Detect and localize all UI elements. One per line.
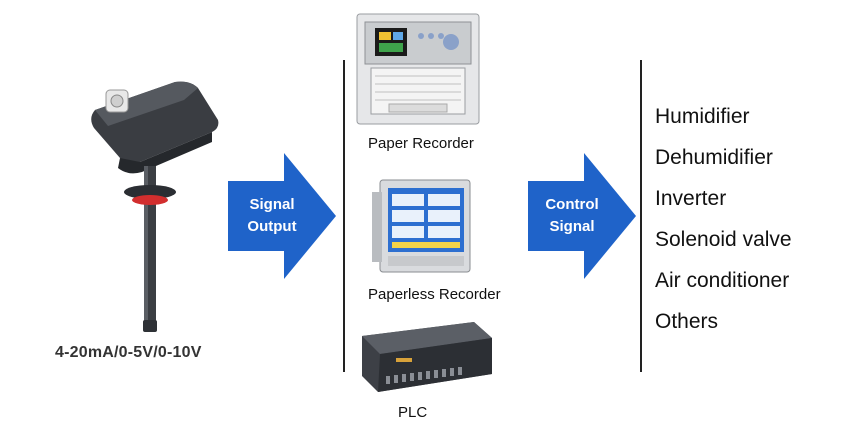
- plc-label: PLC: [398, 404, 428, 421]
- output-item-dehumidifier: Dehumidifier: [655, 146, 773, 169]
- divider-left: [343, 60, 345, 372]
- arrow-line-1: Control: [545, 196, 599, 213]
- paperless-recorder-label: Paperless Recorder: [368, 286, 501, 303]
- output-item-humidifier: Humidifier: [655, 105, 750, 128]
- paperless-recorder-image: [372, 178, 474, 278]
- output-item-others: Others: [655, 310, 719, 333]
- signal-output-arrow: Signal Output: [228, 153, 338, 279]
- duct-humidity-sensor-image: [80, 70, 230, 340]
- controlled-devices-list: Humidifier Dehumidifier Inverter Solenoi…: [655, 96, 792, 342]
- arrow-line-2: Signal: [549, 218, 595, 235]
- paper-recorder-label: Paper Recorder: [368, 135, 474, 152]
- output-item-solenoid-valve: Solenoid valve: [655, 228, 792, 251]
- signal-range-label: 4-20mA/0-5V/0-10V: [55, 344, 202, 361]
- output-item-inverter: Inverter: [655, 187, 727, 210]
- control-signal-arrow: Control Signal: [528, 153, 638, 279]
- output-item-air-conditioner: Air conditioner: [655, 269, 790, 292]
- arrow-line-2: Output: [247, 218, 297, 235]
- arrow-line-1: Signal: [249, 196, 295, 213]
- paper-recorder-image: [355, 12, 483, 127]
- divider-right: [640, 60, 642, 372]
- plc-image: [356, 318, 496, 398]
